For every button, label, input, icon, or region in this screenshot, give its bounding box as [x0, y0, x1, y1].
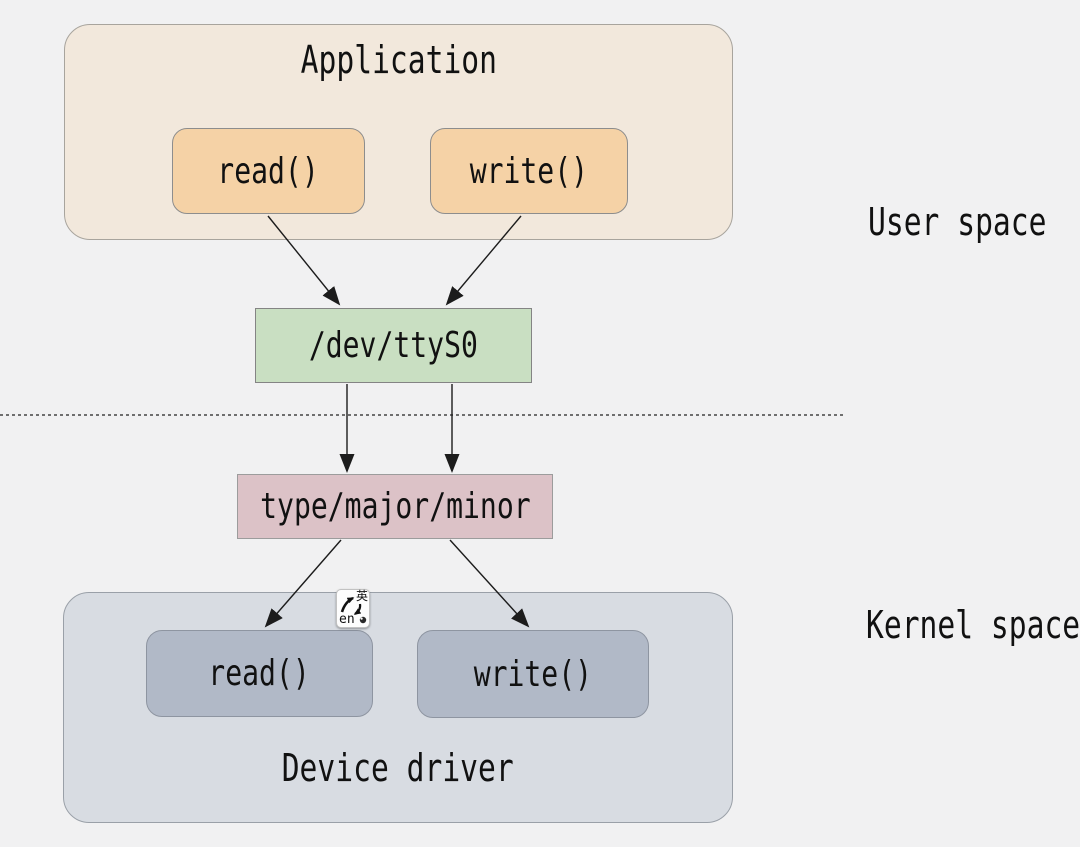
translate-arrows-icon [340, 596, 367, 624]
driver-write-label: write() [473, 653, 593, 695]
kernel-space-label: Kernel space [866, 603, 1080, 647]
application-write-label: write() [469, 150, 589, 192]
application-write-box: write() [430, 128, 628, 214]
driver-write-box: write() [417, 630, 649, 718]
device-node-box: /dev/ttyS0 [255, 308, 532, 383]
device-driver-title: Device driver [63, 746, 733, 790]
device-node-label: /dev/ttyS0 [308, 325, 479, 366]
translate-icon-en-label: en [339, 612, 355, 627]
application-title-label: Application [300, 38, 497, 82]
device-driver-title-label: Device driver [281, 746, 514, 790]
application-read-box: read() [172, 128, 365, 214]
user-kernel-divider [0, 414, 846, 416]
translate-icon[interactable]: 英 en [336, 589, 370, 628]
translate-icon-zh-label: 英 [355, 589, 368, 603]
application-read-label: read() [217, 150, 320, 192]
device-id-label: type/major/minor [259, 486, 531, 527]
driver-read-box: read() [146, 630, 373, 717]
user-space-label: User space [868, 200, 1047, 244]
application-title: Application [64, 38, 733, 82]
device-id-box: type/major/minor [237, 474, 553, 539]
driver-read-label: read() [208, 653, 311, 694]
